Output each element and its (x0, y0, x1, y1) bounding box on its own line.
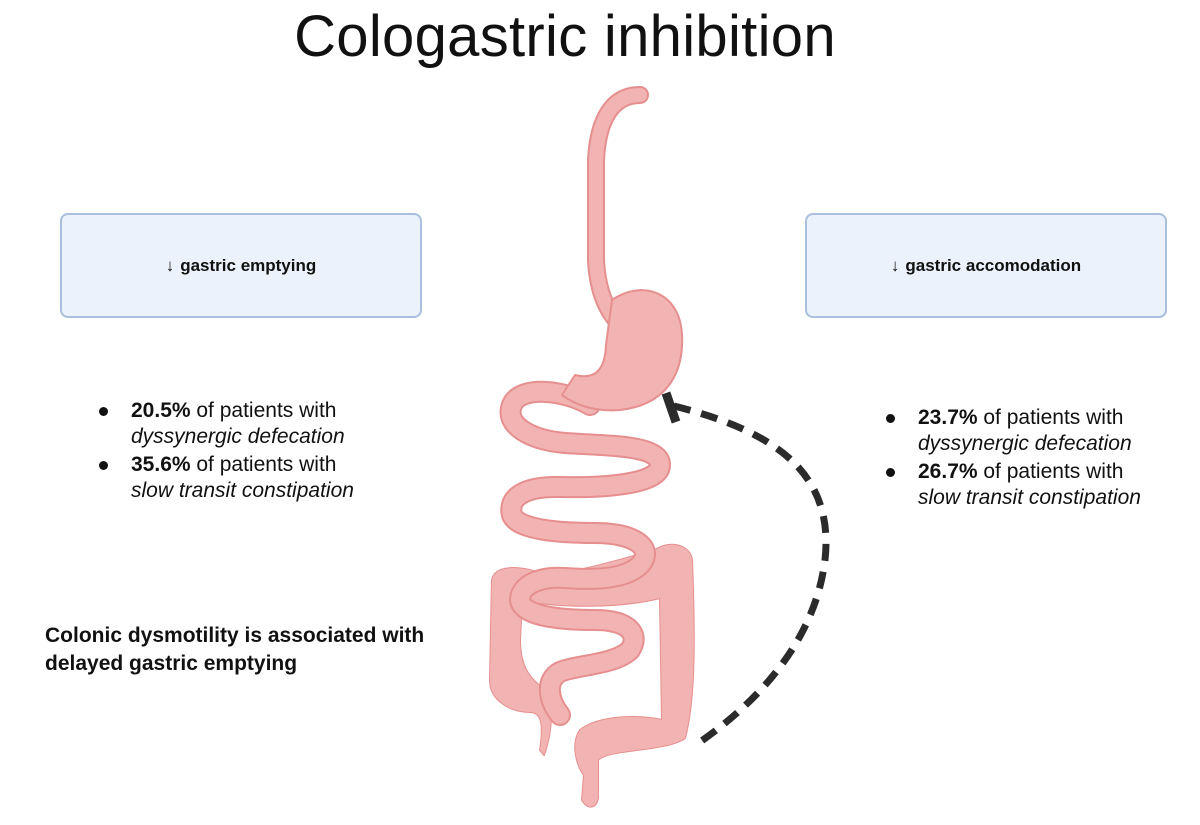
stat-percent: 23.7% (918, 406, 978, 429)
stat-item: 23.7% of patients with dyssynergic defec… (882, 405, 1192, 457)
inhibition-bar (661, 391, 681, 424)
gastric-emptying-stats-list: 20.5% of patients with dyssynergic defec… (95, 398, 425, 506)
stat-condition: slow transit constipation (918, 486, 1141, 509)
down-arrow-icon: ↓ (165, 255, 175, 275)
stat-text: of patients with (190, 453, 337, 476)
gastric-accomodation-box: ↓ gastric accomodation (805, 213, 1167, 318)
summary-note: Colonic dysmotility is associated with d… (45, 624, 425, 675)
stat-condition: dyssynergic defecation (918, 432, 1132, 455)
gastric-emptying-label: gastric emptying (180, 255, 317, 275)
down-arrow-icon: ↓ (890, 255, 900, 275)
gastric-accomodation-label: gastric accomodation (905, 255, 1082, 275)
stat-text: of patients with (977, 460, 1124, 483)
stomach-icon (561, 289, 684, 412)
inhibition-dashed-line (661, 391, 830, 745)
small-intestine-icon (499, 380, 671, 726)
colon-icon (489, 543, 695, 808)
stat-item: 35.6% of patients with slow transit cons… (95, 452, 425, 504)
gastric-accomodation-stats-list: 23.7% of patients with dyssynergic defec… (882, 405, 1192, 513)
stat-percent: 26.7% (918, 460, 978, 483)
stat-text: of patients with (977, 406, 1124, 429)
stat-condition: dyssynergic defecation (131, 425, 345, 448)
page-title: Cologastric inhibition (294, 4, 836, 69)
stat-percent: 35.6% (131, 453, 191, 476)
inhibition-dashes (673, 402, 830, 745)
stat-item: 26.7% of patients with slow transit cons… (882, 459, 1192, 511)
gastric-emptying-box: ↓ gastric emptying (60, 213, 422, 318)
stat-item: 20.5% of patients with dyssynergic defec… (95, 398, 425, 450)
stat-percent: 20.5% (131, 399, 191, 422)
stat-text: of patients with (190, 399, 337, 422)
stat-condition: slow transit constipation (131, 479, 354, 502)
